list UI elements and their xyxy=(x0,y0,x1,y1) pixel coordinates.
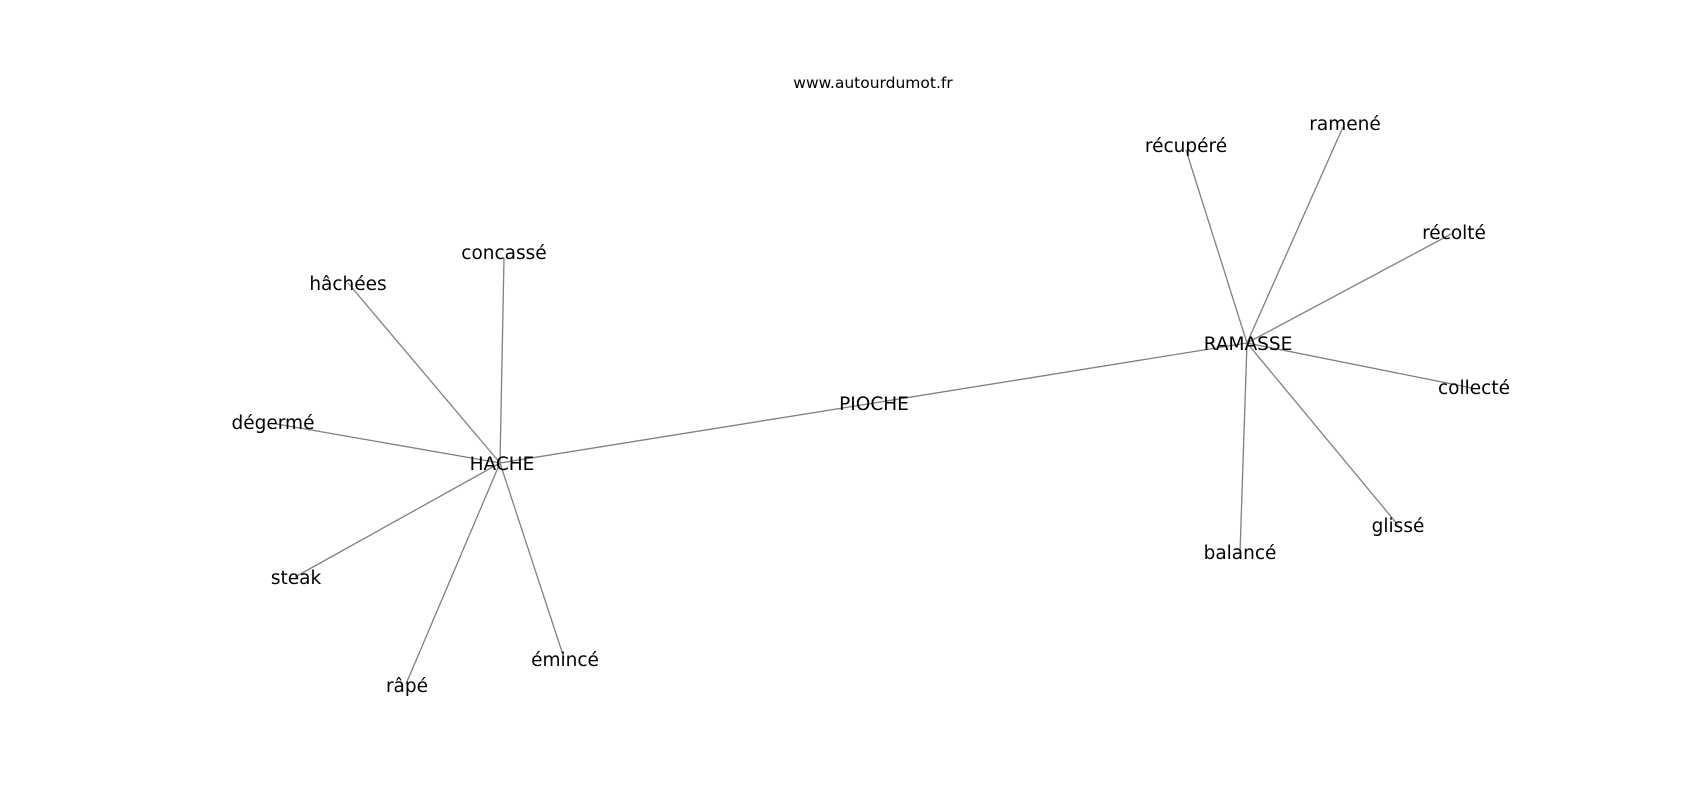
node-degerme[interactable]: dégermé xyxy=(232,413,315,434)
edge-hache-emince xyxy=(499,462,565,659)
node-steak[interactable]: steak xyxy=(271,568,322,589)
edge-pioche-ramasse xyxy=(873,342,1248,404)
edge-ramasse-balance xyxy=(1239,342,1248,554)
node-pioche[interactable]: PIOCHE xyxy=(839,394,909,415)
graph-labels: www.autourdumot.fr PIOCHE HACHE concassé… xyxy=(232,74,1510,697)
node-hachees[interactable]: hâchées xyxy=(309,274,386,295)
node-balance[interactable]: balancé xyxy=(1204,543,1277,564)
edge-hache-hachees xyxy=(347,282,501,464)
edge-hache-degerme xyxy=(270,422,501,464)
node-concasse[interactable]: concassé xyxy=(461,243,546,264)
node-ramene[interactable]: ramené xyxy=(1309,114,1380,135)
edge-pioche-hache xyxy=(499,402,875,464)
edge-ramasse-recolte xyxy=(1246,232,1454,344)
edge-hache-concasse xyxy=(499,257,505,464)
node-emince[interactable]: émincé xyxy=(531,650,599,671)
edge-hache-steak xyxy=(294,462,501,578)
node-recolte[interactable]: récolté xyxy=(1422,223,1486,244)
node-rape[interactable]: râpé xyxy=(386,676,428,697)
site-watermark: www.autourdumot.fr xyxy=(793,74,953,92)
edge-hache-rape xyxy=(405,462,501,685)
node-ramasse[interactable]: RAMASSE xyxy=(1204,334,1293,355)
node-recupere[interactable]: récupéré xyxy=(1145,136,1227,157)
edge-ramasse-collecte xyxy=(1246,342,1473,389)
node-collecte[interactable]: collecté xyxy=(1438,378,1510,399)
edge-ramasse-glisse xyxy=(1246,342,1399,526)
edge-ramasse-ramene xyxy=(1246,126,1344,344)
graph-edges xyxy=(270,126,1473,685)
node-hache[interactable]: HACHE xyxy=(470,454,535,475)
node-glisse[interactable]: glissé xyxy=(1372,516,1425,537)
edge-ramasse-recupere xyxy=(1185,149,1248,344)
